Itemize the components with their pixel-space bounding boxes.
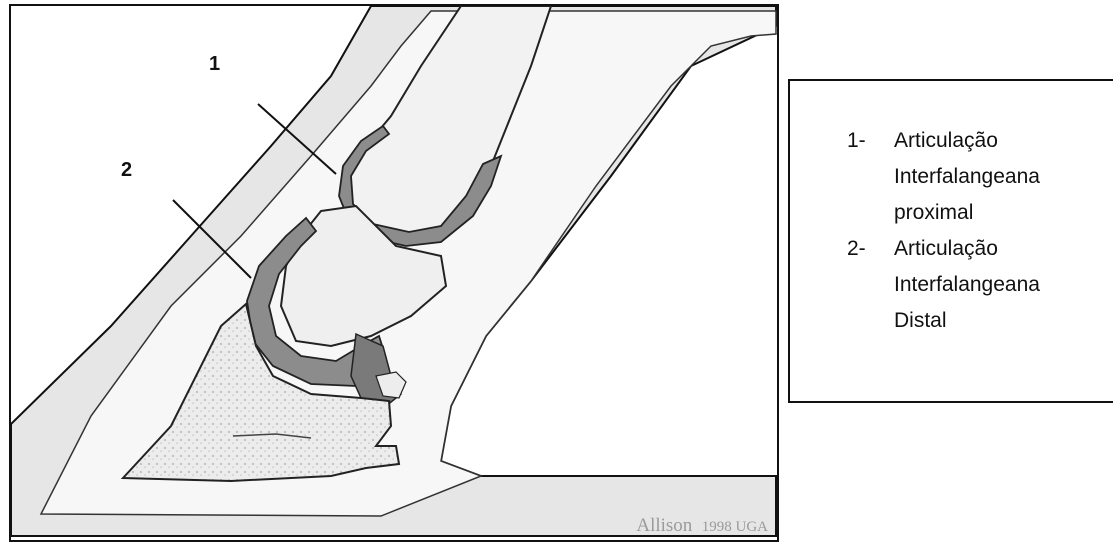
credit-year-org: 1998 UGA — [702, 519, 768, 535]
legend-item-2-number: 2- — [847, 231, 894, 339]
legend-item-2: 2- Articulação Interfalangeana Distal — [847, 231, 1094, 339]
legend-item-1-text: Articulação Interfalangeana proximal — [894, 123, 1094, 231]
legend-item-1: 1- Articulação Interfalangeana proximal — [847, 123, 1094, 231]
illustration-credit: Allison 1998 UGA — [636, 515, 768, 536]
legend-item-2-text: Articulação Interfalangeana Distal — [894, 231, 1094, 339]
callout-2-number: 2 — [121, 159, 132, 181]
anatomy-figure: 1 2 Allison 1998 UGA — [9, 4, 779, 542]
callout-1-number: 1 — [209, 53, 220, 75]
legend-box: 1- Articulação Interfalangeana proximal … — [788, 79, 1113, 403]
legend-list: 1- Articulação Interfalangeana proximal … — [847, 123, 1094, 339]
hoof-illustration: 1 2 Allison 1998 UGA — [11, 6, 779, 542]
credit-name: Allison — [636, 515, 692, 536]
legend-item-1-number: 1- — [847, 123, 894, 231]
